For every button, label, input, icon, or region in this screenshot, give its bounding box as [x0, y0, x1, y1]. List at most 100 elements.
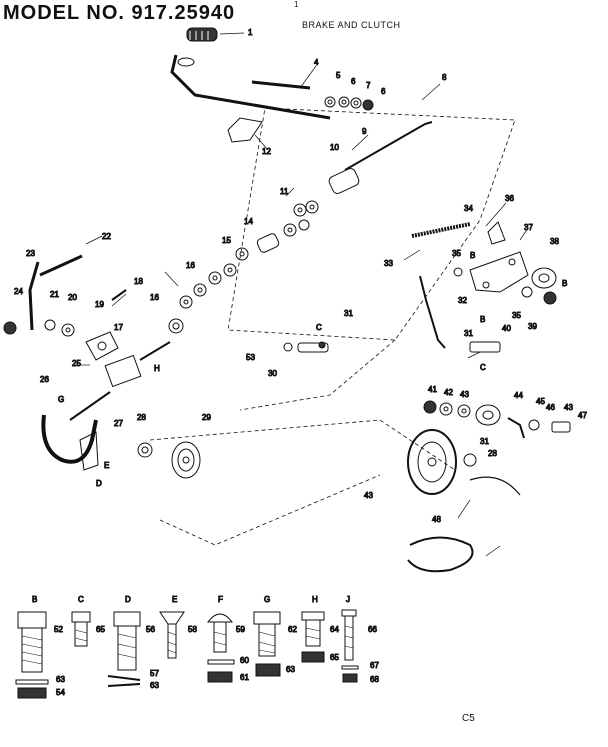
hex-bolt-d [113, 611, 141, 671]
cotter-pin-d [107, 675, 141, 687]
callout: 6 [381, 87, 386, 96]
callout: 29 [202, 413, 211, 422]
callout: 38 [550, 237, 559, 246]
callout: 53 [246, 353, 255, 362]
nut-washer-set [324, 96, 374, 111]
callout: 28 [488, 449, 497, 458]
hardware-letter-j: J [346, 595, 350, 604]
large-pulley-43 [407, 429, 457, 495]
callout: 25 [72, 359, 81, 368]
nut-21 [44, 319, 56, 331]
washer-20 [61, 323, 75, 337]
callout: 46 [546, 403, 555, 412]
callout: 28 [137, 413, 146, 422]
plate-40 [469, 341, 501, 353]
callout-labels: 1 4 5 6 7 6 8 9 10 11 12 14 15 16 16 17 … [14, 28, 588, 525]
spacer-14 [256, 233, 280, 253]
callout: 34 [464, 204, 473, 213]
callout: H [154, 364, 160, 373]
part-number: 52 [54, 625, 63, 634]
part-number: 68 [370, 675, 379, 684]
hex-bolt-b [17, 611, 47, 673]
part-number: 63 [286, 665, 295, 674]
callout: 31 [344, 309, 353, 318]
callout: 8 [442, 73, 447, 82]
callout: 17 [114, 323, 123, 332]
bracket-37 [469, 251, 529, 293]
link-30 [297, 342, 329, 353]
washer-j [341, 665, 359, 670]
washer-35b [521, 286, 533, 298]
washer-35a [453, 267, 463, 277]
nut-j [342, 673, 358, 683]
callout: 12 [262, 147, 271, 156]
callout: 6 [351, 77, 356, 86]
callout: C [480, 363, 486, 372]
hardware-letter-f: F [218, 595, 223, 604]
nut-24 [3, 321, 17, 335]
part-number: 62 [288, 625, 297, 634]
page-code: C5 [462, 713, 475, 724]
callout: 43 [460, 390, 469, 399]
callout: 5 [336, 71, 341, 80]
bolt-47 [551, 421, 571, 433]
callout: 11 [280, 187, 289, 196]
handle-grip-1 [186, 27, 218, 42]
washer-stack-16 [168, 263, 237, 334]
rod-32 [419, 275, 446, 349]
callout: B [562, 279, 567, 288]
part-number: 64 [330, 625, 339, 634]
part-number: 61 [240, 673, 249, 682]
callout: 24 [14, 287, 23, 296]
pulley-29 [171, 441, 201, 479]
hardware-letter-d: D [125, 595, 131, 604]
clip-36 [487, 221, 506, 245]
hardware-letter-e: E [172, 595, 177, 604]
nut-g [255, 663, 281, 677]
callout-leaders [75, 32, 529, 557]
callout: 33 [384, 259, 393, 268]
nut-h [301, 651, 325, 663]
callout: D [96, 479, 102, 488]
rod-25 [69, 391, 111, 421]
callout: 4 [314, 58, 319, 67]
part-number: 59 [236, 625, 245, 634]
washer-b [15, 679, 49, 685]
nut-28 [137, 442, 153, 458]
callout: 43 [564, 403, 573, 412]
hardware-letter-b: B [32, 595, 37, 604]
part-number: 65 [330, 653, 339, 662]
hex-bolt-c [71, 611, 91, 647]
part-number: 57 [150, 669, 159, 678]
callout: E [104, 461, 109, 470]
callout: 37 [524, 223, 533, 232]
rod-22 [39, 254, 83, 277]
hex-bolt-h [301, 611, 325, 647]
callout: 27 [114, 419, 123, 428]
spring-34 [411, 222, 471, 238]
bracket-12 [227, 117, 263, 143]
callout: 15 [222, 236, 231, 245]
callout: 35 [512, 311, 521, 320]
callout: 43 [364, 491, 373, 500]
washer-stack-41-43 [423, 400, 471, 418]
callout: 31 [480, 437, 489, 446]
washer-f [207, 659, 235, 665]
bracket-27 [79, 431, 99, 471]
callout: 18 [134, 277, 143, 286]
arm-45-46 [507, 417, 525, 439]
flat-screw-e [159, 611, 185, 659]
nut-f [207, 671, 233, 683]
callout: 26 [40, 375, 49, 384]
callout: 42 [444, 388, 453, 397]
callout: 7 [366, 81, 371, 90]
frame-outline [149, 107, 516, 546]
clutch-rod-9 [344, 121, 433, 171]
part-number: 56 [146, 625, 155, 634]
callout: 45 [536, 397, 545, 406]
callout: 35 [452, 249, 461, 258]
callout: 10 [330, 143, 339, 152]
part-number: 63 [56, 675, 65, 684]
part-number: 58 [188, 625, 197, 634]
part-number: 66 [368, 625, 377, 634]
